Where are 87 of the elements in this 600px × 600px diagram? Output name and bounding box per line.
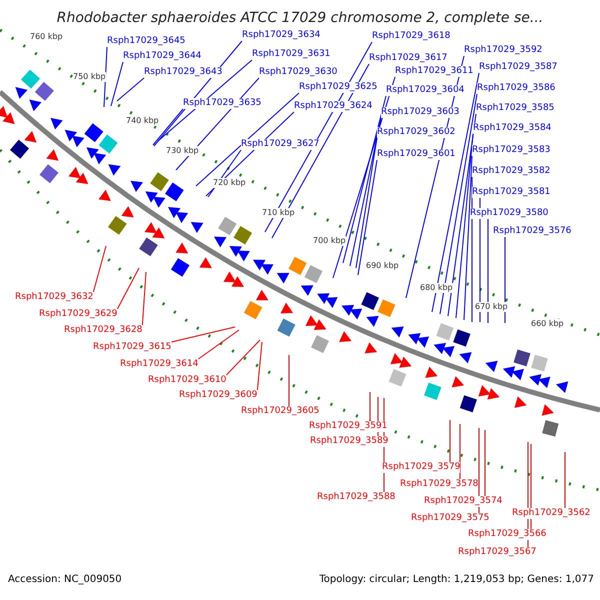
- genome-stats-text: Topology: circular; Length: 1,219,053 bp; Genes: 1,077: [319, 573, 594, 586]
- gene-label: Rsph17029_3586: [477, 83, 556, 94]
- gene-label: Rsph17029_3562: [512, 508, 590, 519]
- leader-line: [116, 78, 144, 102]
- gene-label: Rsph17029_3643: [144, 67, 222, 78]
- leader-line: [342, 96, 386, 264]
- gene-label: Rsph17029_3635: [183, 98, 262, 109]
- leader-line: [484, 430, 486, 496]
- scale-label: 720 kbp: [213, 178, 246, 188]
- gene-label: Rsph17029_3604: [386, 85, 464, 96]
- gene-label: Rsph17029_3630: [259, 67, 338, 78]
- gene-label: Rsph17029_3614: [120, 359, 198, 370]
- gene-label: Rsph17029_3629: [39, 309, 118, 320]
- scale-label: 740 kbp: [126, 116, 159, 126]
- gene-label: Rsph17029_3592: [464, 45, 542, 56]
- leader-line: [110, 62, 124, 106]
- gene-label: Rsph17029_3587: [479, 62, 558, 73]
- gene-label: Rsph17029_3575: [411, 513, 490, 524]
- gene-label: Rsph17029_3583: [472, 145, 550, 156]
- leader-line: [564, 452, 566, 508]
- leader-line: [158, 60, 252, 142]
- scale-label: 660 kbp: [531, 319, 564, 329]
- leader-line: [456, 134, 474, 318]
- scale-label: 750 kbp: [73, 72, 106, 82]
- scale-label: 670 kbp: [475, 302, 508, 312]
- leader-line: [464, 156, 472, 320]
- scale-label: 700 kbp: [313, 236, 346, 246]
- scale-label: 710 kbp: [262, 208, 295, 218]
- leader-line: [288, 354, 290, 406]
- gene-label: Rsph17029_3609: [179, 390, 258, 401]
- gene-label: Rsph17029_3582: [472, 166, 550, 177]
- gene-label: Rsph17029_3581: [472, 187, 550, 198]
- gene-label: Rsph17029_3627: [241, 139, 320, 150]
- gene-label: Rsph17029_3588: [317, 492, 396, 503]
- leader-line: [256, 342, 262, 390]
- leader-line: [92, 246, 106, 292]
- gene-label: Rsph17029_3634: [242, 30, 320, 41]
- leader-line: [478, 428, 480, 514]
- gene-label: Rsph17029_3611: [395, 66, 474, 77]
- gene-label: Rsph17029_3631: [252, 49, 330, 60]
- leader-line: [104, 46, 108, 108]
- scale-label: 690 kbp: [366, 261, 399, 271]
- gene-label: Rsph17029_3574: [424, 496, 502, 507]
- gene-label: Rsph17029_3628: [64, 325, 142, 336]
- gene-label: Rsph17029_3645: [107, 36, 186, 47]
- scale-label: 680 kbp: [420, 283, 453, 293]
- leader-line: [152, 108, 184, 146]
- title: Rhodobacter sphaeroides ATCC 17029 chromosome 2, complete se...: [56, 10, 544, 26]
- gene-label: Rsph17029_3603: [381, 107, 460, 118]
- gene-label: Rsph17029_3579: [382, 462, 460, 473]
- leader-line: [116, 268, 140, 310]
- gene-label: Rsph17029_3589: [310, 436, 388, 447]
- gene-label: Rsph17029_3644: [123, 51, 202, 62]
- leader-line: [198, 330, 240, 360]
- gene-label: Rsph17029_3602: [377, 127, 456, 138]
- gene-label: Rsph17029_3567: [458, 547, 536, 558]
- gene-label: Rsph17029_3632: [15, 292, 94, 303]
- gene-label: Rsph17029_3580: [470, 208, 548, 219]
- leader-line: [504, 236, 506, 324]
- gene-label: Rsph17029_3618: [372, 31, 450, 42]
- leader-line: [432, 72, 480, 312]
- leader-line: [356, 138, 378, 268]
- gene-label: Rsph17029_3591: [309, 421, 388, 432]
- gene-label: Rsph17029_3605: [241, 406, 320, 417]
- scale-label: 760 kbp: [30, 32, 63, 42]
- leader-line: [358, 160, 378, 276]
- gene-label: Rsph17029_3617: [369, 53, 448, 64]
- leader-line: [440, 94, 478, 314]
- leader-line: [448, 114, 476, 316]
- gene-label: Rsph17029_3585: [476, 103, 554, 114]
- gene-label: Rsph17029_3615: [93, 342, 172, 353]
- gene-label: Rsph17029_3610: [148, 375, 226, 386]
- accession-text: Accession: NC_009050: [8, 573, 122, 586]
- gene-label: Rsph17029_3584: [473, 123, 552, 134]
- leader-line: [142, 272, 146, 326]
- leader-line: [226, 340, 260, 376]
- gene-label: Rsph17029_3624: [294, 101, 372, 112]
- leader-line: [170, 326, 236, 342]
- leader-line: [350, 118, 382, 266]
- gene-label: Rsph17029_3578: [400, 479, 478, 490]
- gene-label: Rsph17029_3601: [377, 149, 456, 160]
- gene-label: Rsph17029_3566: [468, 529, 546, 540]
- gene-label: Rsph17029_3576: [493, 226, 572, 237]
- scale-label: 730 kbp: [166, 146, 199, 156]
- leader-line: [530, 444, 532, 530]
- gene-label: Rsph17029_3625: [299, 82, 378, 93]
- leader-line: [196, 92, 300, 186]
